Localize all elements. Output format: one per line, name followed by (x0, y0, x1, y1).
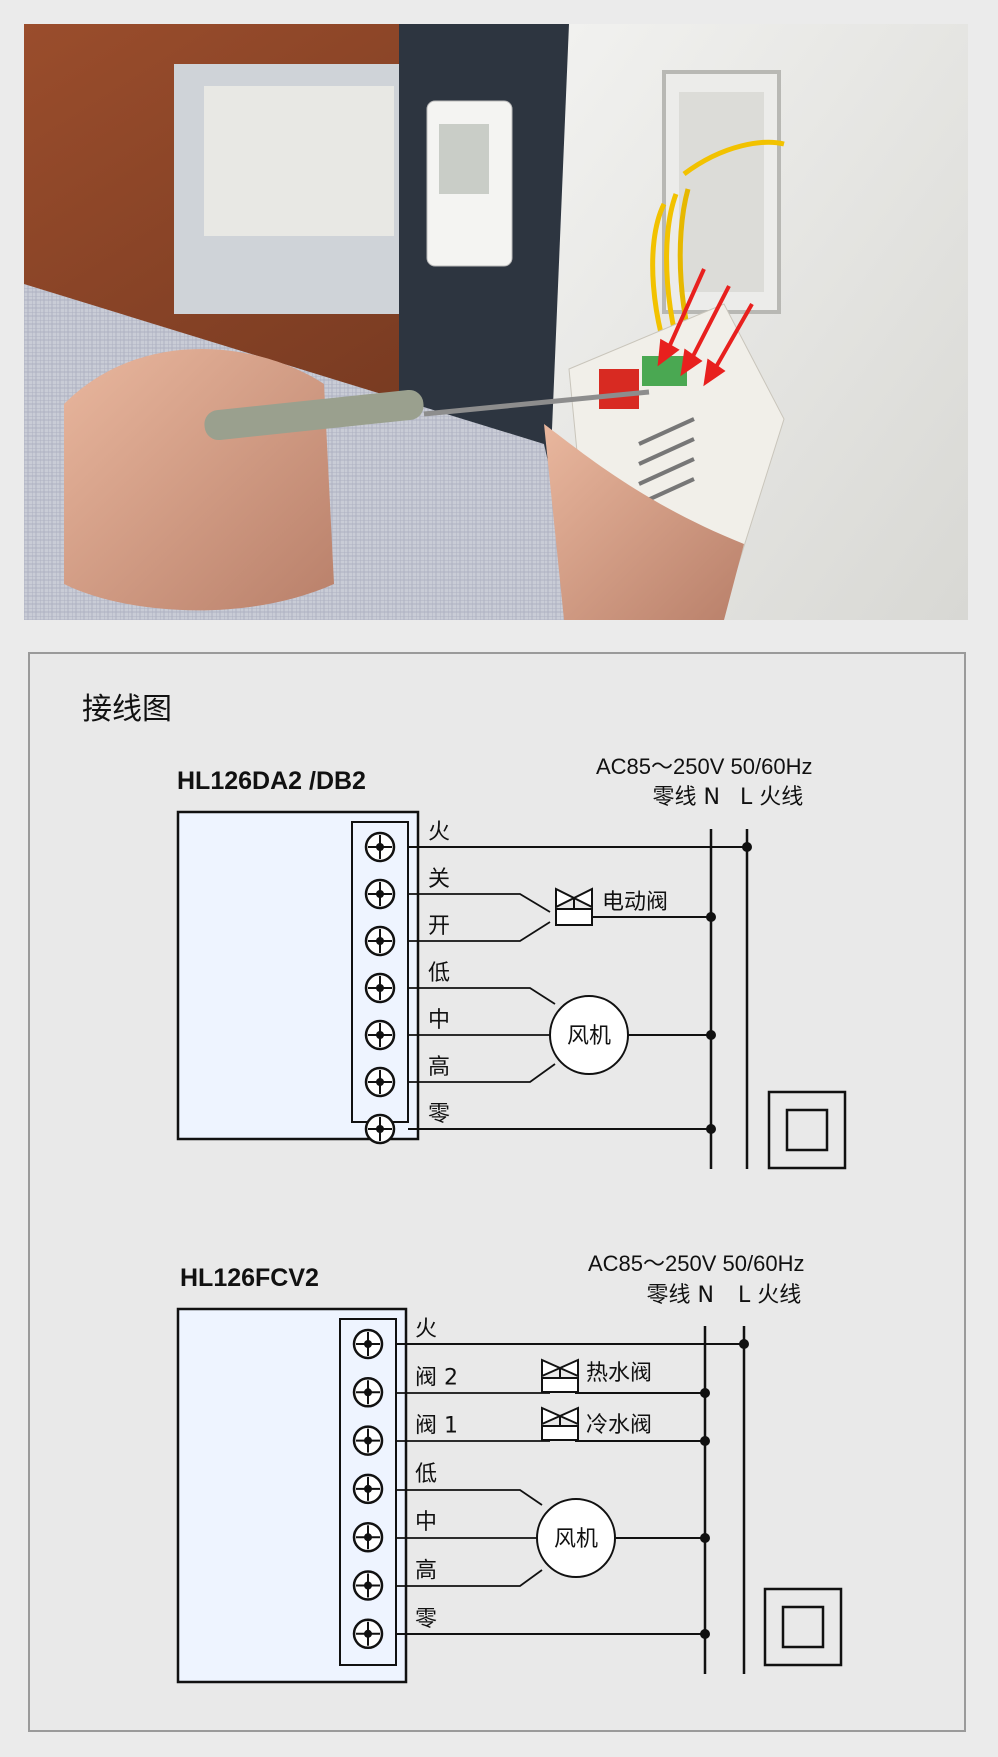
live-label: L 火线 (738, 1283, 801, 1308)
terminal-label: 高 (415, 1559, 437, 1584)
neutral-label: 零线 N (653, 785, 720, 810)
terminal-label: 零 (415, 1607, 437, 1632)
power-spec: AC85～250V 50/60Hz (588, 1251, 804, 1276)
neutral-label: 零线 N (647, 1283, 714, 1308)
screw-center (376, 890, 384, 898)
screw-center (364, 1581, 372, 1590)
installation-photo (24, 24, 968, 620)
terminal-label: 低 (428, 961, 450, 986)
fan-symbol (536, 1498, 616, 1578)
junction-dot (700, 1388, 710, 1398)
terminal-label: 开 (428, 914, 450, 939)
screw-center (364, 1388, 372, 1397)
ground-symbol (767, 1090, 847, 1170)
terminal-label: 零 (428, 1102, 450, 1127)
wire-high (396, 1569, 543, 1587)
wiring-diagram-panel: 接线图 HL126DA2 /DB2 AC85～250V 50/60Hz 零线 N… (28, 652, 966, 1732)
power-spec: AC85～250V 50/60Hz (596, 754, 812, 779)
warning-label (599, 369, 639, 409)
screw-center (364, 1629, 372, 1638)
junction-dot (700, 1436, 710, 1446)
screw-center (364, 1484, 372, 1493)
junction-dot (739, 1339, 749, 1349)
wiring-diagram: 接线图 HL126DA2 /DB2 AC85～250V 50/60Hz 零线 N… (82, 692, 847, 1684)
valve-label: 热水阀 (586, 1361, 652, 1386)
screw-center (376, 1078, 384, 1086)
ground-symbol-inner (781, 1605, 825, 1649)
thermostat-display (439, 124, 489, 194)
diagram-2: HL126FCV2 AC85～250V 50/60Hz 零线 N L 火线 火阀… (176, 1251, 843, 1684)
hand-right (544, 424, 744, 620)
screwdriver-shaft (423, 389, 650, 417)
wire-low (396, 1489, 543, 1506)
cold-water-valve-symbol (541, 1406, 579, 1441)
fan-symbol (549, 995, 629, 1075)
screwdriver-handle (204, 389, 424, 441)
valve-label: 冷水阀 (586, 1413, 652, 1438)
screw-center (376, 843, 384, 851)
model-name: HL126DA2 /DB2 (177, 767, 366, 795)
screw-center (364, 1340, 372, 1348)
screw-center (364, 1533, 372, 1542)
yellow-wire (682, 139, 785, 177)
screw-center (376, 1031, 384, 1039)
ground-symbol-inner (785, 1108, 829, 1152)
terminal-label: 阀 1 (415, 1414, 458, 1439)
hand-left (64, 349, 334, 611)
wall-box-inner (679, 92, 764, 292)
junction-dot (706, 912, 716, 922)
ground-symbol (763, 1587, 843, 1667)
valve-label: 电动阀 (602, 890, 668, 915)
screw-center (376, 937, 384, 945)
terminal-label: 关 (428, 867, 450, 892)
terminal-label: 高 (428, 1055, 450, 1080)
screw-center (376, 984, 384, 992)
fan-label: 风机 (567, 1024, 611, 1049)
wire-open (408, 921, 551, 942)
junction-dot (706, 1124, 716, 1134)
terminal-label: 中 (428, 1008, 450, 1033)
junction-dot (742, 842, 752, 852)
wall-panel (204, 86, 394, 236)
terminal-label: 阀 2 (415, 1365, 458, 1390)
terminal-label: 低 (415, 1462, 437, 1487)
terminal-label: 中 (415, 1510, 437, 1535)
panel-title: 接线图 (82, 692, 172, 727)
motorized-valve-symbol (555, 887, 593, 926)
terminal-label: 火 (415, 1317, 437, 1342)
junction-dot (700, 1629, 710, 1639)
junction-dot (706, 1030, 716, 1040)
diagram-1: HL126DA2 /DB2 AC85～250V 50/60Hz 零线 N L 火… (176, 754, 847, 1170)
terminal-label: 火 (428, 820, 450, 845)
hot-water-valve-symbol (541, 1358, 579, 1393)
arrows (657, 268, 754, 387)
screw-center (376, 1125, 384, 1133)
wire-close (408, 893, 551, 913)
junction-dot (700, 1533, 710, 1543)
live-label: L 火线 (740, 785, 803, 810)
screw-center (364, 1436, 372, 1445)
wire-low (408, 987, 556, 1005)
wire-high (408, 1063, 556, 1083)
model-name: HL126FCV2 (180, 1264, 319, 1292)
fan-label: 风机 (554, 1527, 598, 1552)
